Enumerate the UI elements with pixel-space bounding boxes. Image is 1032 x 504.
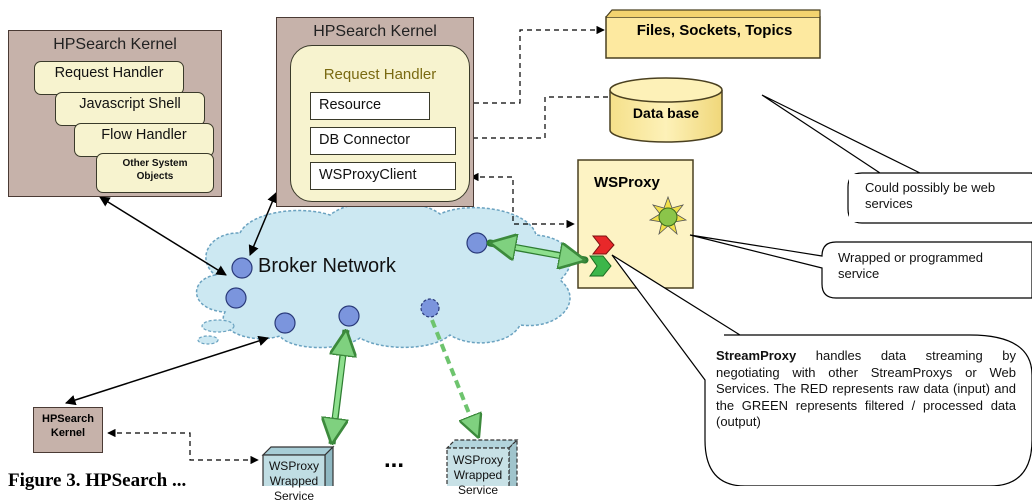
arrow-kernel2-broker: [248, 192, 278, 256]
streamproxy-description: handles data streaming by negotiating wi…: [716, 348, 1016, 429]
callout-wrapped-bubble: [689, 234, 1032, 299]
callout-web-services-text: Could possibly be web services: [865, 180, 996, 211]
files-sockets-topics-label: Files, Sockets, Topics: [636, 22, 793, 39]
wrapped-service-2-line-1: WSProxy: [452, 453, 503, 467]
database-label: Data base: [632, 105, 700, 121]
other-objects-line-1: Other System: [122, 158, 188, 169]
wsproxy-client-box: WSProxyClient: [310, 162, 456, 190]
arrow-db-connector: [459, 96, 608, 143]
database-cylinder: [609, 77, 723, 143]
tab-other-system-objects: Other System Objects: [96, 153, 214, 193]
small-kernel-line-2: Kernel: [50, 427, 86, 439]
green-stream-arrow: [332, 332, 346, 442]
tab-request-handler: Request Handler: [34, 61, 184, 95]
callout-streamproxy-text: StreamProxy handles data streaming by ne…: [716, 348, 1016, 431]
tab-javascript-shell: Javascript Shell: [55, 92, 205, 126]
wrapped-service-1-label: WSProxy Wrapped Service: [263, 459, 325, 504]
broker-node-dashed: [420, 298, 440, 318]
wrapped-service-1-line-1: WSProxy: [268, 459, 319, 473]
small-kernel-box: HPSearch Kernel: [33, 407, 103, 453]
figure-caption: Figure 3. HPSearch ...: [8, 470, 187, 491]
arrow-smallkernel-broker: [65, 335, 269, 406]
ellipsis: ...: [384, 446, 405, 473]
request-handler-label: Request Handler: [323, 66, 437, 83]
arrow-client-wsproxy: [470, 172, 575, 229]
callout-streamproxy-bubble: [611, 254, 1032, 486]
streamproxy-term: StreamProxy: [716, 348, 797, 363]
kernel-left-title: HPSearch Kernel: [53, 36, 177, 53]
wrapped-service-2-label: WSProxy Wrapped Service: [447, 453, 509, 498]
diagram-graphics: [65, 9, 1032, 486]
db-connector-box: DB Connector: [310, 127, 456, 155]
broker-network-label: Broker Network: [258, 255, 396, 277]
resource-box: Resource: [310, 92, 430, 120]
service-sun-icon: [648, 195, 688, 236]
broker-node: [466, 232, 488, 254]
callout-wrapped-text: Wrapped or programmed service: [838, 250, 983, 281]
wrapped-service-1-line-3: Service: [273, 489, 314, 503]
wrapped-service-box-2: [445, 438, 519, 486]
files-box-top: [605, 9, 821, 18]
stream-proxy-output-chevron: [589, 255, 612, 277]
kernel-mid-title: HPSearch Kernel: [313, 23, 437, 40]
other-objects-line-2: Objects: [136, 171, 174, 182]
arrow-smallkernel-service: [107, 428, 259, 465]
small-kernel-line-1: HPSearch: [42, 413, 94, 425]
architecture-diagram: HPSearch Kernel Request Handler Javascri…: [8, 9, 1032, 503]
broker-node: [274, 312, 296, 334]
wrapped-service-1-line-2: Wrapped: [269, 474, 319, 488]
green-stream-arrow: [492, 243, 583, 260]
cloud-puff: [201, 319, 235, 333]
wrapped-service-2-line-2: Wrapped: [453, 468, 503, 482]
arrow-files-resource: [431, 25, 605, 108]
callout-web-services-fill: [849, 174, 1032, 222]
tab-flow-handler: Flow Handler: [74, 123, 214, 157]
arrow-kernel-broker: [99, 196, 227, 276]
stream-proxy-input-chevron: [591, 235, 615, 255]
wrapped-service-2-line-3: Service: [457, 483, 498, 497]
green-dashed-arrow: [430, 319, 478, 436]
broker-node: [225, 287, 247, 309]
wrapped-service-box-1: [261, 445, 335, 486]
wsproxy-label: WSProxy: [594, 174, 660, 191]
broker-node: [231, 257, 253, 279]
cloud-puff: [197, 335, 219, 345]
broker-node: [338, 305, 360, 327]
